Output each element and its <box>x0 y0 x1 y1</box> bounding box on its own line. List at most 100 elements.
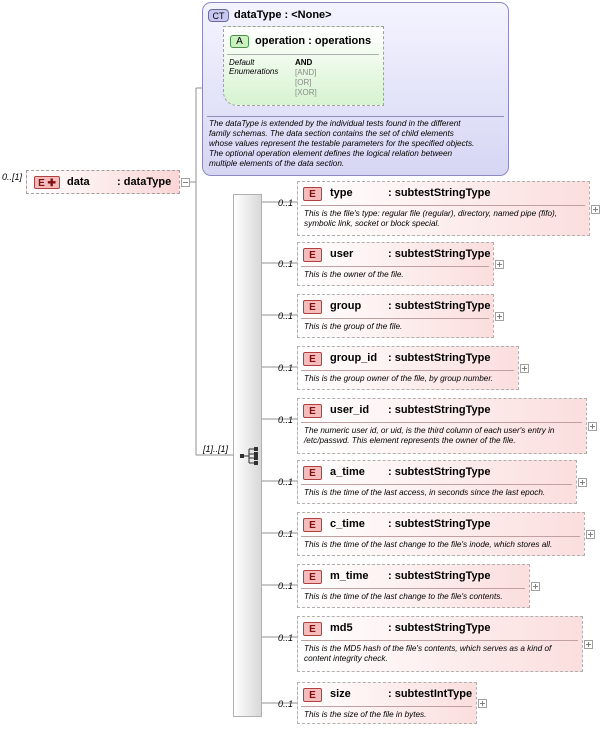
element-badge: E <box>303 518 322 532</box>
expand-icon[interactable] <box>478 699 487 708</box>
divider <box>301 588 525 589</box>
element-badge: E <box>303 352 322 366</box>
divider <box>301 536 580 537</box>
divider <box>301 266 489 267</box>
doc-line: /etc/passwd. This element represents the… <box>304 436 516 445</box>
complex-type-badge: CT <box>208 9 229 22</box>
divider <box>301 706 472 707</box>
facet-label-default: Default <box>229 58 255 67</box>
default-value: AND <box>295 58 313 67</box>
expand-icon[interactable] <box>578 478 587 487</box>
divider <box>301 422 582 423</box>
child-occurrence: 0..1 <box>278 581 294 591</box>
divider <box>301 318 489 319</box>
expand-icon[interactable] <box>586 530 595 539</box>
collapse-icon[interactable] <box>181 178 190 187</box>
element-type: : subtestStringType <box>388 248 491 260</box>
element-type: : subtestStringType <box>388 570 491 582</box>
facet-values: AND [AND] [OR] [XOR] <box>295 58 317 98</box>
doc-line: The optional operation element defines t… <box>209 149 453 158</box>
doc-line: The dataType is extended by the individu… <box>209 119 461 128</box>
element-badge: E <box>303 300 322 314</box>
element-name: m_time <box>330 570 369 582</box>
doc-line: content integrity check. <box>304 654 388 663</box>
doc-line: symbolic link, socket or block special. <box>304 219 440 228</box>
element-documentation: This is the time of the last change to t… <box>304 540 580 550</box>
element-name: group <box>330 300 362 312</box>
doc-line: This is the owner of the file. <box>304 270 404 279</box>
expand-icon[interactable] <box>584 640 593 649</box>
child-occurrence: 0..1 <box>278 198 294 208</box>
facet-labels: Default Enumerations <box>229 58 278 76</box>
expand-icon[interactable] <box>495 260 504 269</box>
divider <box>227 54 379 55</box>
child-occurrence: 0..1 <box>278 363 294 373</box>
child-occurrence: 0..1 <box>278 415 294 425</box>
element-plus-badge: E ✚ <box>34 176 60 189</box>
child-occurrence: 0..1 <box>278 529 294 539</box>
doc-line: This is the group of the file. <box>304 322 403 331</box>
child-occurrence: 0..1 <box>278 311 294 321</box>
element-badge: E <box>303 187 322 201</box>
attribute-operation[interactable]: A operation : operations Default Enumera… <box>223 26 384 106</box>
enum-value: [OR] <box>295 78 312 87</box>
complex-type-box: CT dataType : <None> A operation : opera… <box>202 2 509 176</box>
complex-type-documentation: The dataType is extended by the individu… <box>209 119 507 169</box>
child-occurrence: 0..1 <box>278 699 294 709</box>
attribute-badge: A <box>230 35 249 48</box>
element-type: : subtestStringType <box>388 300 491 312</box>
root-element-type: : dataType <box>117 176 172 188</box>
root-occurrence: 0..[1] <box>2 172 23 182</box>
element-type: : subtestStringType <box>388 518 491 530</box>
element-documentation: This is the group owner of the file, by … <box>304 374 514 384</box>
element-name: a_time <box>330 466 365 478</box>
root-element-data[interactable]: E ✚ data : dataType <box>26 170 180 194</box>
element-documentation: This is the time of the last change to t… <box>304 592 525 602</box>
root-element-name: data <box>67 176 90 188</box>
element-badge: E <box>303 404 322 418</box>
sequence-occurrence: [1]..[1] <box>203 444 229 454</box>
attribute-title: operation : operations <box>255 35 372 47</box>
expand-icon[interactable] <box>591 205 600 214</box>
element-type: : subtestIntType <box>388 688 473 700</box>
element-type: : subtestStringType <box>388 352 491 364</box>
element-documentation: This is the owner of the file. <box>304 270 489 280</box>
expand-icon[interactable] <box>588 422 597 431</box>
expand-icon[interactable] <box>495 312 504 321</box>
doc-line: whose values represent the testable para… <box>209 139 475 148</box>
element-type: : subtestStringType <box>388 622 491 634</box>
enum-value: [AND] <box>295 68 317 77</box>
element-type: : subtestStringType <box>388 466 491 478</box>
expand-icon[interactable] <box>520 364 529 373</box>
facet-label-enumerations: Enumerations <box>229 67 279 76</box>
doc-line: This is the file's type: regular file (r… <box>304 209 558 218</box>
expand-icon[interactable] <box>531 582 540 591</box>
element-type: : subtestStringType <box>388 187 491 199</box>
enum-value: [XOR] <box>295 88 317 97</box>
element-badge: E <box>303 622 322 636</box>
divider <box>301 370 514 371</box>
complex-type-title: dataType : <None> <box>234 9 332 21</box>
element-name: size <box>330 688 351 700</box>
element-name: md5 <box>330 622 353 634</box>
child-occurrence: 0..1 <box>278 259 294 269</box>
element-badge: E <box>303 688 322 702</box>
element-name: group_id <box>330 352 378 364</box>
element-name: user_id <box>330 404 370 416</box>
divider <box>301 640 578 641</box>
doc-line: This is the time of the last change to t… <box>304 592 503 601</box>
doc-line: family schemas. The data section contain… <box>209 129 454 138</box>
divider <box>301 205 585 206</box>
doc-line: This is the time of the last change to t… <box>304 540 553 549</box>
